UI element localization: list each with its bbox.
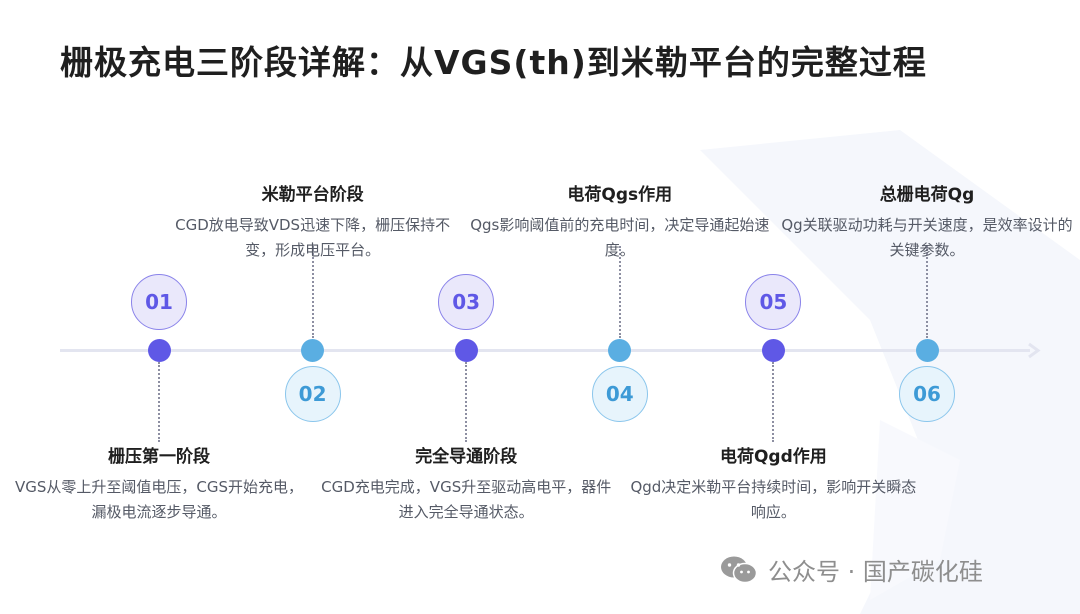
step-card-4: 电荷Qgs作用 Qgs影响阈值前的充电时间，决定导通起始速度。 xyxy=(470,180,770,263)
timeline-dot-6 xyxy=(915,338,939,362)
step-card-2: 米勒平台阶段 CGD放电导致VDS迅速下降，栅压保持不变，形成电压平台。 xyxy=(163,180,463,263)
step-description: CGD充电完成，VGS升至驱动高电平，器件进入完全导通状态。 xyxy=(321,478,612,521)
step-title: 电荷Qgs作用 xyxy=(567,185,673,205)
step-title: 米勒平台阶段 xyxy=(261,185,364,205)
timeline-dot-1 xyxy=(147,338,171,362)
page-title: 栅极充电三阶段详解：从VGS(th)到米勒平台的完整过程 xyxy=(60,43,927,82)
timeline-dot-3 xyxy=(454,338,478,362)
connector-line-4 xyxy=(618,246,621,338)
step-description: Qgs影响阈值前的充电时间，决定导通起始速度。 xyxy=(470,216,770,259)
arrow-right-icon xyxy=(1028,342,1041,359)
step-title: 完全导通阶段 xyxy=(415,447,518,467)
step-number-badge-3: 03 xyxy=(438,274,495,330)
timeline-axis xyxy=(60,349,1030,352)
step-description: Qgd决定米勒平台持续时间，影响开关瞬态响应。 xyxy=(630,478,917,521)
step-number-badge-1: 01 xyxy=(131,274,187,330)
connector-line-6 xyxy=(926,246,928,338)
connector-line-5 xyxy=(772,362,775,442)
timeline-dot-2 xyxy=(301,338,325,362)
step-number-badge-6: 06 xyxy=(899,366,955,422)
step-card-5: 电荷Qgd作用 Qgd决定米勒平台持续时间，影响开关瞬态响应。 xyxy=(623,442,923,525)
connector-line-3 xyxy=(465,362,468,442)
step-title: 总栅电荷Qg xyxy=(879,185,975,205)
connector-line-2 xyxy=(311,246,314,338)
step-description: CGD放电导致VDS迅速下降，栅压保持不变，形成电压平台。 xyxy=(175,216,451,259)
timeline-dot-5 xyxy=(761,338,785,362)
step-number-badge-2: 02 xyxy=(284,366,341,422)
connector-line-1 xyxy=(158,362,160,442)
step-card-3: 完全导通阶段 CGD充电完成，VGS升至驱动高电平，器件进入完全导通状态。 xyxy=(316,442,616,525)
step-title: 栅压第一阶段 xyxy=(108,447,210,467)
step-card-1: 栅压第一阶段 VGS从零上升至阈值电压，CGS开始充电，漏极电流逐步导通。 xyxy=(9,442,309,525)
step-number-badge-4: 04 xyxy=(591,366,648,422)
watermark: 公众号 · 国产碳化硅 xyxy=(720,552,983,587)
step-description: VGS从零上升至阈值电压，CGS开始充电，漏极电流逐步导通。 xyxy=(14,478,304,521)
wechat-icon xyxy=(721,556,758,583)
step-description: Qg关联驱动功耗与开关速度，是效率设计的关键参数。 xyxy=(781,216,1073,259)
step-number-badge-5: 05 xyxy=(745,274,802,330)
step-title: 电荷Qgd作用 xyxy=(719,447,827,467)
timeline-dot-4 xyxy=(608,338,632,362)
watermark-text: 公众号 · 国产碳化硅 xyxy=(768,558,983,586)
